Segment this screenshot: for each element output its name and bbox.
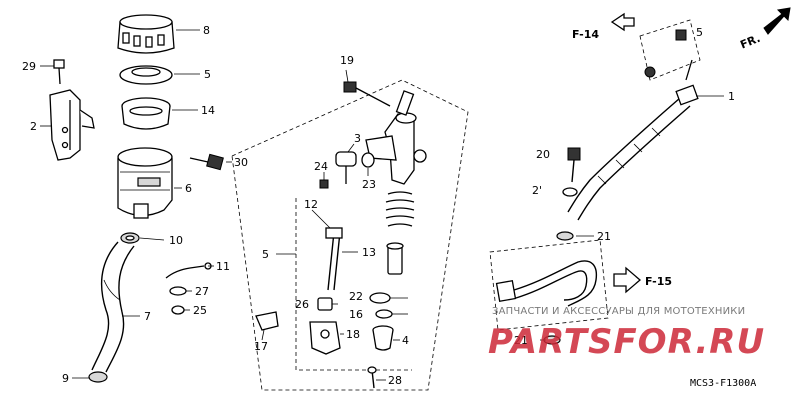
ref-f15: F-15 [645,275,672,288]
o-ring-23 [361,152,375,168]
callout-25: 25 [193,304,207,317]
callout-5a: 5 [204,68,211,81]
nut-26 [317,297,333,311]
bolt-25 [171,305,185,315]
lower-brake-hose [489,239,609,331]
arrow-f14-icon [610,12,635,32]
pin-17 [255,311,279,331]
callout-30: 30 [234,156,248,169]
leader-lines [40,29,724,381]
callout-17: 17 [254,340,268,353]
washer-21-upper [556,231,574,241]
reservoir-tank [117,147,173,219]
clip-9 [88,371,108,383]
bolt-20 [567,147,581,183]
reservoir-plate [119,65,173,85]
washer-27 [169,286,187,296]
watermark-logo: PARTSFOR.RU [488,322,766,362]
callout-12: 12 [304,198,318,211]
callout-23: 23 [362,178,376,191]
callout-28: 28 [388,374,402,387]
callout-5b: 5 [262,248,269,261]
callout-13: 13 [362,246,376,259]
hose-joint-top [675,59,699,106]
callout-20: 20 [536,148,550,161]
callout-19: 19 [340,54,354,67]
cotter-28 [367,366,377,389]
callout-8: 8 [203,24,210,37]
reservoir-hose [91,241,135,373]
callout-2: 2 [30,120,37,133]
callout-27: 27 [195,285,209,298]
washer-16 [375,309,393,319]
ref-fr: FR. [738,32,762,52]
callout-1: 1 [728,90,735,103]
callout-26: 26 [295,298,309,311]
brake-hose [567,97,691,221]
callout-24: 24 [314,160,328,173]
callout-11: 11 [216,260,230,273]
callout-9: 9 [62,372,69,385]
ref-f14: F-14 [572,28,599,41]
callout-7: 7 [144,310,151,323]
arrow-fr-icon [763,7,791,35]
callout-5c: 5 [696,26,703,39]
piston [386,242,404,275]
callout-29: 29 [22,60,36,73]
diagram-code: MCS3-F1300A [690,378,757,389]
boot-4 [372,325,394,351]
callout-6: 6 [185,182,192,195]
callout-21b: 21 [514,334,528,347]
callout-21a: 21 [597,230,611,243]
joint-18 [309,321,341,355]
master-cylinder-body [365,90,427,185]
callout-18: 18 [346,328,360,341]
watermark-tagline: ЗАПЧАСТИ И АКСЕССУАРЫ ДЛЯ МОТОТЕХНИКИ [492,306,746,317]
reservoir-cap [117,14,175,54]
screw-24 [319,179,329,189]
connector-3 [335,151,357,184]
callout-4: 4 [402,334,409,347]
callout-3: 3 [354,132,361,145]
bolt-top-right [639,19,701,81]
callout-14: 14 [201,104,215,117]
washer-2p [562,187,578,197]
callout-10: 10 [169,234,183,247]
clamp-10 [120,232,140,244]
bolt-30 [189,153,224,171]
pushrod-13 [325,227,343,291]
reservoir-bracket [49,89,95,161]
circlip-22 [369,292,391,304]
callout-16: 16 [349,308,363,321]
callout-22: 22 [349,290,363,303]
bolt-19 [343,81,391,107]
bolt-29 [53,59,65,85]
callout-2p: 2' [532,184,542,197]
reservoir-diaphragm [121,97,171,130]
arrow-f15-icon [613,266,641,294]
spring-piston [385,191,415,227]
clip-11 [165,262,212,279]
